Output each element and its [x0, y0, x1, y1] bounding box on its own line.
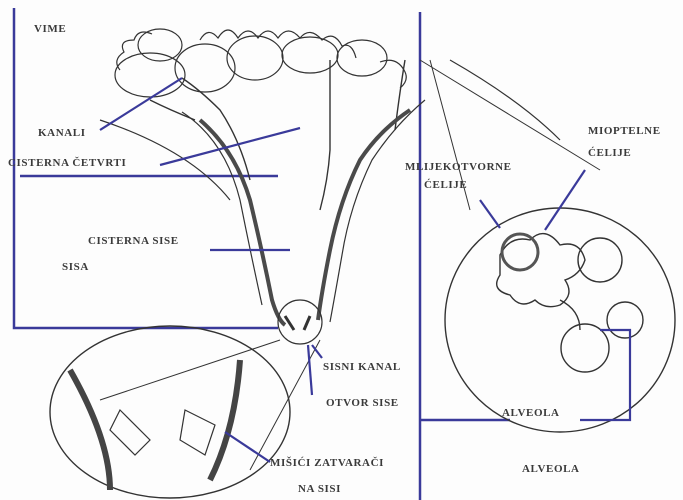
label-alveola-2: ALVEOLA [522, 464, 580, 475]
teat-walls [200, 110, 410, 325]
label-kanali: KANALI [38, 128, 86, 139]
label-mlijekotvorne-2: ĆELIJE [424, 180, 467, 191]
label-sisa: SISA [62, 262, 89, 273]
label-misici-1: MIŠIĆI ZATVARAČI [270, 458, 384, 469]
label-otvor-sise: OTVOR SISE [326, 398, 399, 409]
label-vime: VIME [34, 24, 66, 35]
label-alveola-1: ALVEOLA [502, 408, 560, 419]
label-misici-2: NA SISI [298, 484, 341, 495]
alveoli-detail-circle [445, 208, 675, 432]
teat-detail-circle [50, 326, 290, 498]
label-mioptelne-1: MIOPTELNE [588, 126, 661, 137]
label-mioptelne-2: ĆELIJE [588, 148, 631, 159]
teat-tip-circle [278, 300, 322, 344]
label-sisni-kanal: SISNI KANAL [323, 362, 401, 373]
gland-lobes [115, 29, 406, 97]
label-cisterna-cetvrti: CISTERNA ČETVRTI [8, 158, 126, 169]
label-mlijekotvorne-1: MLIJEKOTVORNE [405, 162, 512, 173]
label-cisterna-sise: CISTERNA SISE [88, 236, 179, 247]
